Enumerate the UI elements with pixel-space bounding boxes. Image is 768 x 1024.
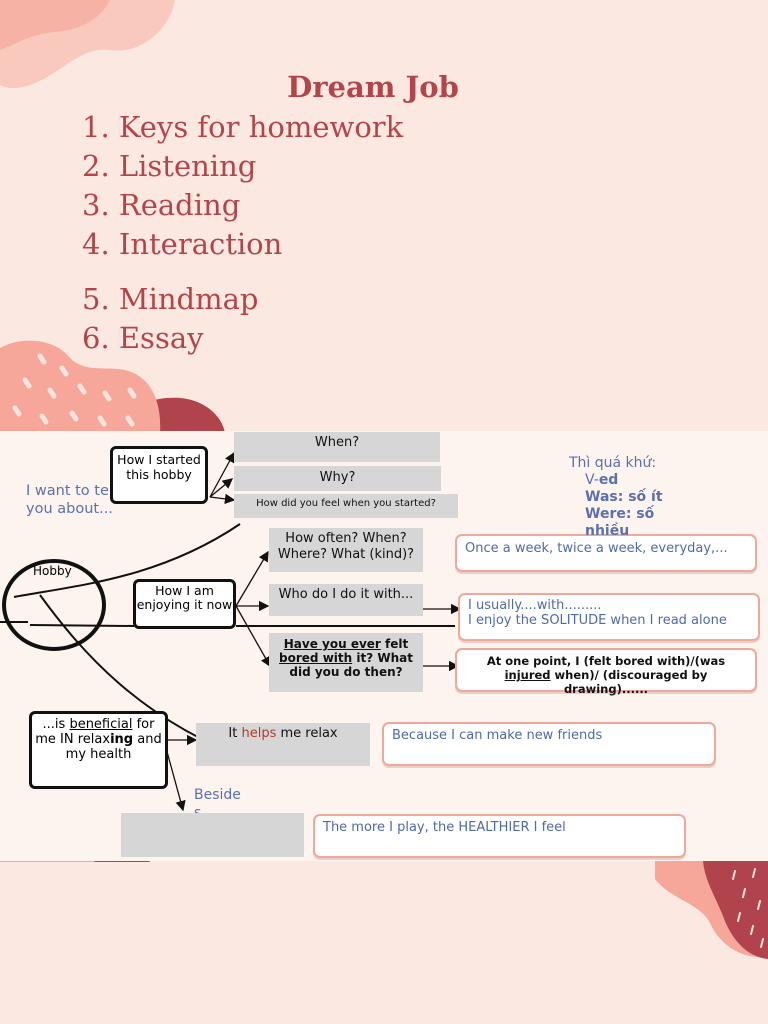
question-when: When? xyxy=(234,432,440,462)
answer-who-line-2: I enjoy the SOLITUDE when I read alone xyxy=(468,613,727,628)
agenda-item-6: 6. Essay xyxy=(82,321,204,355)
beneficial-text-5: and my health xyxy=(65,732,162,762)
question-who: Who do I do it with... xyxy=(269,584,423,616)
node-helps-relax: It helps me relax xyxy=(196,723,370,766)
helps-text-2: helps xyxy=(241,726,277,741)
decorative-blob-bottom-right xyxy=(655,861,768,959)
agenda-item-4: 4. Interaction xyxy=(82,227,283,261)
answer-new-friends: Because I can make new friends xyxy=(382,722,716,766)
answer-bored-text-2: injured xyxy=(504,668,551,682)
agenda-item-3: 3. Reading xyxy=(82,188,241,222)
answer-bored: At one point, I (felt bored with)/(was i… xyxy=(455,648,757,696)
helps-text-3: me relax xyxy=(276,726,338,741)
intro-note: I want to tell you about... xyxy=(26,483,117,517)
question-bored: Have you ever felt bored with it? What d… xyxy=(269,633,423,692)
beneficial-text-1: ...is xyxy=(42,717,70,732)
beneficial-text-2: beneficial xyxy=(69,717,133,732)
past-tense-note: Thì quá khứ: V-ed Was: số ít Were: số nh… xyxy=(569,455,689,539)
node-beneficial: ...is beneficial for me IN relaxing and … xyxy=(29,711,168,789)
agenda-item-2: 2. Listening xyxy=(82,149,257,183)
agenda-item-1: 1. Keys for homework xyxy=(82,110,404,144)
answer-healthier: The more I play, the HEALTHIER I feel xyxy=(313,814,686,858)
helps-text-1: It xyxy=(228,726,242,741)
agenda-item-5: 5. Mindmap xyxy=(82,282,259,316)
question-how-often: How often? When? Where? What (kind)? xyxy=(269,528,423,572)
answer-bored-text-1: At one point, I (felt bored with)/(was xyxy=(486,654,726,668)
answer-bored-text-3: when)/ (discouraged by drawing)...... xyxy=(550,668,708,696)
beneficial-text-4: ing xyxy=(110,732,134,747)
tense-v-ed-row: V-ed xyxy=(569,472,689,489)
tense-ed: ed xyxy=(598,472,619,488)
answer-how-often: Once a week, twice a week, everyday,... xyxy=(455,534,757,572)
question-feel: How did you feel when you started? xyxy=(234,494,458,518)
answer-who: I usually....with......... I enjoy the S… xyxy=(458,593,760,641)
node-how-i-am-enjoying: How I am enjoying it now xyxy=(133,579,236,629)
tense-v: V- xyxy=(585,472,599,488)
agenda-list: 1. Keys for homework 2. Listening 3. Rea… xyxy=(82,108,403,358)
bored-text-1: Have you ever xyxy=(283,637,381,651)
answer-who-line-1: I usually....with......... xyxy=(468,598,602,613)
bored-text-2: felt xyxy=(380,637,409,651)
decorative-blob-middle-left xyxy=(0,340,225,433)
beneficial-text-3: for me IN relax xyxy=(35,717,155,747)
bored-text-4: it? What did you do then? xyxy=(289,651,413,679)
besides-placeholder-box xyxy=(121,813,304,857)
bored-text-3: bored with xyxy=(279,651,353,665)
node-how-i-started: How I started this hobby xyxy=(110,446,208,504)
tense-was: Was: số ít xyxy=(585,489,663,505)
decorative-blob-top-left xyxy=(0,0,175,89)
question-why: Why? xyxy=(234,466,441,491)
tense-label: Thì quá khứ: xyxy=(569,455,657,471)
page-title: Dream Job xyxy=(287,70,459,104)
hobby-node-label: Hobby xyxy=(33,564,72,578)
tense-were: Were: số nhiều xyxy=(585,506,655,539)
